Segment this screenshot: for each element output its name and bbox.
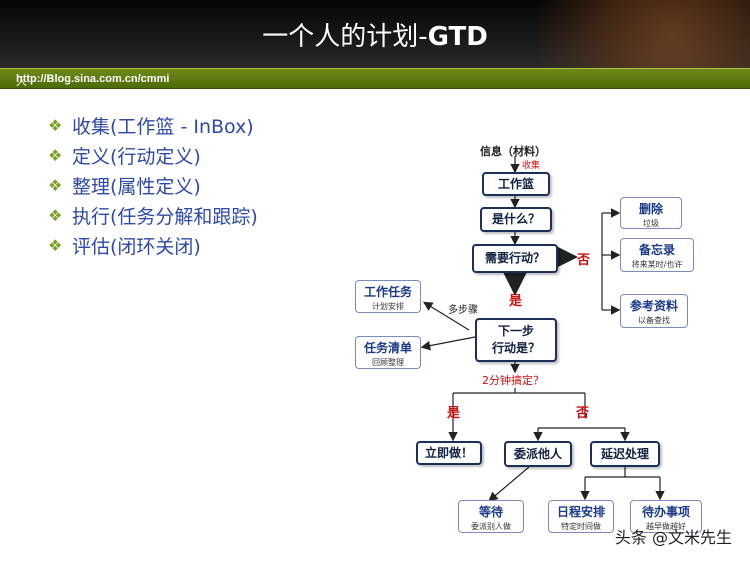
reference-box: 参考资料以备查找 (620, 294, 688, 328)
title-text: 一个人的计划- (262, 22, 428, 52)
gtd-flowchart: 信息（材料） 收集 工作篮 是什么？ 需要行动？ 否 是 删除垃圾 备忘录将来某… (340, 140, 740, 540)
do-now-box: 立即做！ (416, 441, 482, 465)
inbox-box: 工作篮 (482, 172, 550, 196)
what-box: 是什么？ (480, 207, 552, 232)
no-label-2: 否 (576, 406, 590, 421)
work-task-box: 工作任务计划安排 (355, 280, 421, 313)
delete-sub: 垃圾 (643, 219, 659, 228)
bullet-text: 评估(闭环关闭) (72, 235, 201, 258)
yes-label: 是 (509, 294, 523, 309)
task-list-text: 任务清单 (363, 341, 412, 355)
bullet-item: ❖ 评估(闭环关闭) (48, 230, 258, 260)
memo-text: 备忘录 (638, 243, 675, 257)
slide-header: 一个人的计划-GTD (0, 0, 750, 68)
what-text: 是什么？ (491, 212, 540, 226)
delete-box: 删除垃圾 (620, 197, 682, 229)
bullet-text: 执行(任务分解和跟踪) (72, 205, 258, 228)
wait-box: 等待委派别人做 (458, 500, 524, 533)
reference-sub: 以备查找 (638, 316, 670, 325)
next-step-box: 下一步行动是？ (475, 318, 557, 362)
info-label: 信息（材料） (480, 145, 546, 158)
inbox-text: 工作篮 (497, 177, 534, 191)
need-action-box: 需要行动？ (472, 244, 558, 273)
delegate-box: 委派他人 (504, 441, 572, 467)
work-task-sub: 计划安排 (372, 302, 404, 311)
do-now-text: 立即做！ (424, 446, 473, 460)
next-step-text: 下一步 (497, 324, 534, 338)
yes-label-2: 是 (447, 406, 461, 421)
multi-step-label: 多步骤 (448, 305, 478, 316)
two-min-label: 2分钟搞定？ (482, 374, 544, 387)
task-list-box: 任务清单回顾整理 (355, 336, 421, 369)
bullet-item: ❖ 收集(工作篮 - InBox) (48, 110, 258, 140)
task-list-sub: 回顾整理 (372, 358, 404, 367)
bullet-text: 定义(行动定义) (72, 145, 201, 168)
defer-box: 延迟处理 (590, 441, 660, 467)
wait-sub: 委派别人做 (471, 522, 511, 531)
diamond-bullet-icon: ❖ (48, 175, 63, 195)
schedule-text: 日程安排 (556, 505, 605, 519)
diamond-bullet-icon: ❖ (48, 235, 63, 255)
title-gtd: GTD (427, 22, 488, 52)
bullet-item: ❖ 执行(任务分解和跟踪) (48, 200, 258, 230)
blog-url[interactable]: http://Blog.sina.com.cn/cmmi (16, 73, 170, 85)
delegate-text: 委派他人 (513, 447, 562, 461)
bullet-text: 整理(属性定义) (72, 175, 201, 198)
no-label: 否 (577, 253, 591, 268)
defer-text: 延迟处理 (600, 447, 649, 461)
reference-text: 参考资料 (629, 299, 678, 313)
memo-sub: 将来某时/也许 (631, 260, 683, 269)
bullet-item: ❖ 整理(属性定义) (48, 170, 258, 200)
collect-label: 收集 (522, 161, 541, 171)
bullet-item: ❖ 定义(行动定义) (48, 140, 258, 170)
memo-box: 备忘录将来某时/也许 (620, 238, 694, 272)
watermark: 头条 @文米先生 (614, 528, 732, 547)
header-decoration (490, 0, 750, 68)
schedule-sub: 特定时间做 (561, 522, 601, 531)
bullet-text: 收集(工作篮 - InBox) (72, 115, 254, 138)
todo-sub: 越早做越好 (646, 522, 686, 531)
blog-name: 人月神话的博客 (16, 75, 27, 184)
next-action-text: 行动是？ (491, 341, 540, 355)
work-task-text: 工作任务 (363, 285, 412, 299)
delete-text: 删除 (638, 202, 663, 216)
wait-text: 等待 (478, 505, 503, 519)
bullet-list: ❖ 收集(工作篮 - InBox) ❖ 定义(行动定义) ❖ 整理(属性定义) ❖ 执行… (48, 110, 258, 260)
todo-box: 待办事项越早做越好 (630, 500, 702, 533)
diamond-bullet-icon: ❖ (48, 145, 63, 165)
diamond-bullet-icon: ❖ (48, 115, 63, 135)
blog-bar: 人月神话的博客 http://Blog.sina.com.cn/cmmi (0, 68, 750, 184)
diamond-bullet-icon: ❖ (48, 205, 63, 225)
todo-text: 待办事项 (641, 505, 690, 519)
slide-title: 一个人的计划-GTD (0, 16, 750, 53)
schedule-box: 日程安排特定时间做 (548, 500, 614, 533)
flowchart-connectors (420, 156, 665, 502)
need-action-text: 需要行动？ (484, 251, 545, 265)
